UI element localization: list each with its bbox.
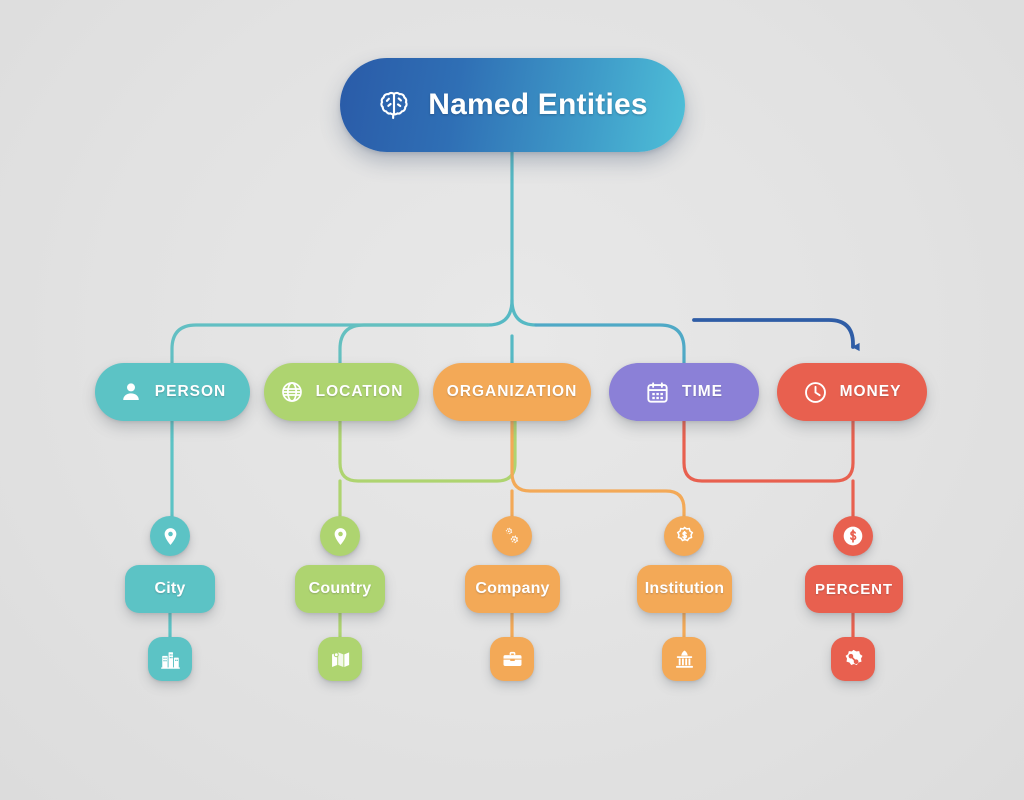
root-node-named-entities[interactable]: Named Entities (340, 58, 685, 152)
leaf-node-percent[interactable]: PERCENT (805, 565, 903, 613)
bubble-institution-dollar-badge[interactable] (664, 516, 704, 556)
edge-location-country (338, 419, 517, 483)
leaf-node-city[interactable]: City (125, 565, 215, 613)
category-node-time[interactable]: TIME (609, 363, 759, 421)
person-icon (119, 380, 143, 404)
edge-bus-time (534, 323, 686, 365)
map-pin-icon (160, 526, 181, 547)
bubble-company-gears[interactable] (492, 516, 532, 556)
category-node-money[interactable]: MONEY (777, 363, 927, 421)
clock-icon (803, 380, 828, 405)
bubble-city-map-pin[interactable] (150, 516, 190, 556)
edge-organization-split (510, 419, 686, 518)
edge-bus-money (692, 318, 860, 352)
badge-percent-tag[interactable] (831, 637, 875, 681)
bubble-percent-dollar-circle[interactable] (833, 516, 873, 556)
city-buildings-icon (159, 648, 182, 671)
leaf-label-country: Country (308, 580, 372, 597)
brain-icon (377, 88, 411, 122)
edge-root-trunk (510, 150, 538, 327)
globe-icon (280, 380, 304, 404)
dollar-circle-icon (840, 523, 866, 549)
bubble-country-map-pin[interactable] (320, 516, 360, 556)
bank-icon (673, 648, 696, 671)
badge-company-briefcase[interactable] (490, 637, 534, 681)
leaf-node-company[interactable]: Company (465, 565, 560, 613)
category-label-location: LOCATION (315, 383, 404, 400)
category-label-money: MONEY (839, 383, 902, 400)
gears-icon (501, 525, 524, 548)
category-label-organization: ORGANIZATION (446, 383, 578, 400)
leaf-node-institution[interactable]: Institution (637, 565, 732, 613)
leaf-label-percent: PERCENT (815, 580, 893, 598)
map-pin-icon (330, 526, 351, 547)
calendar-icon (645, 380, 670, 405)
edge-root-trunk-left (486, 298, 514, 327)
leaf-label-company: Company (475, 580, 550, 597)
edge-money-percent (682, 419, 855, 483)
leaf-label-city: City (154, 580, 186, 597)
edge-bus-location (338, 323, 490, 365)
category-node-person[interactable]: PERSON (95, 363, 250, 421)
badge-city-buildings[interactable] (148, 637, 192, 681)
badge-institution-bank[interactable] (662, 637, 706, 681)
leaf-node-country[interactable]: Country (295, 565, 385, 613)
percent-tag-icon (841, 647, 866, 672)
badge-country-map[interactable] (318, 637, 362, 681)
category-label-person: PERSON (154, 383, 227, 400)
map-folded-icon (329, 648, 352, 671)
category-node-location[interactable]: LOCATION (264, 363, 419, 421)
dollar-badge-icon (673, 525, 696, 548)
briefcase-icon (501, 648, 524, 671)
root-node-label: Named Entities (428, 88, 648, 121)
edge-bus-person (170, 323, 490, 365)
category-label-time: TIME (681, 383, 724, 400)
leaf-label-institution: Institution (644, 580, 725, 597)
category-node-organization[interactable]: ORGANIZATION (433, 363, 591, 421)
